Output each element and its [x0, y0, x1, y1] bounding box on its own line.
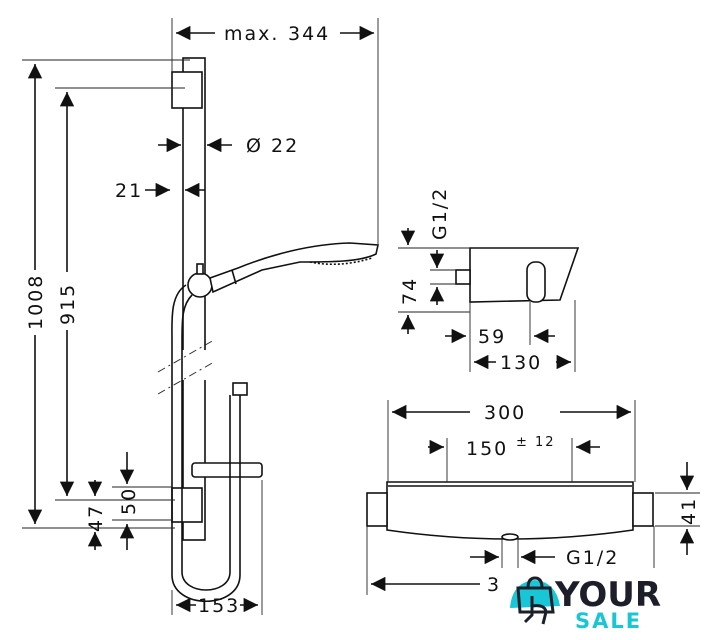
bar-offset: 21	[115, 180, 143, 202]
max-width-value: 344	[288, 23, 330, 45]
thermostat-height: 74	[399, 277, 421, 305]
max-label: max.	[224, 23, 279, 45]
inlet-depth: 59	[478, 326, 506, 348]
top-bracket	[171, 71, 203, 109]
side-thread: G1/2	[429, 187, 451, 240]
handshower	[209, 242, 379, 294]
bar-diameter: Ø 22	[246, 135, 299, 157]
shower-rail	[182, 57, 206, 541]
bracket-spacing: 915	[57, 283, 79, 325]
logo-your: YOUR	[554, 575, 661, 615]
center-tolerance: ± 12	[516, 435, 556, 450]
overall-partial: 3	[487, 574, 501, 596]
hand-icon	[523, 596, 548, 625]
bottom-bracket	[171, 487, 203, 523]
front-width: 300	[484, 402, 526, 424]
thermostat-front-drawing: 300 150 ± 12 41 G1/2 3	[366, 400, 700, 596]
outlet-thread: G1/2	[566, 547, 619, 569]
front-height: 41	[678, 497, 700, 525]
thermostat-depth: 130	[500, 352, 542, 374]
shelf	[191, 462, 263, 478]
bottom-offset: 47	[85, 504, 107, 532]
hose	[171, 284, 241, 603]
holder-joint	[187, 272, 213, 298]
yoursale-logo: YOUR SALE	[500, 568, 700, 638]
slider-offset: 50	[118, 487, 140, 515]
logo-sale: SALE	[575, 609, 642, 633]
shower-set-drawing: max. 344 Ø 22 21 1008 915 47 50	[22, 18, 379, 617]
center-distance: 150	[466, 438, 508, 460]
depth-value: 153	[198, 595, 240, 617]
thermostat-side-drawing: 74 G1/2 59 130	[398, 187, 580, 374]
total-height: 1008	[25, 274, 47, 330]
